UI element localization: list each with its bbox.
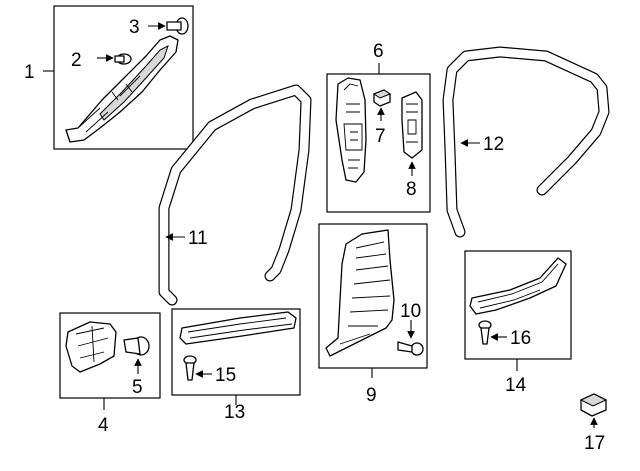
front-door-weatherstrip[interactable] — [158, 84, 312, 306]
b-pillar-inner-piece[interactable] — [401, 91, 423, 159]
group-box-1 — [53, 5, 194, 150]
clip-15[interactable] — [183, 355, 197, 381]
callout-14[interactable]: 14 — [505, 375, 527, 396]
front-scuff-plate[interactable] — [179, 311, 297, 345]
a-pillar-garnish[interactable] — [65, 35, 179, 143]
clip-16[interactable] — [478, 320, 492, 345]
callout-7[interactable]: 7 — [375, 126, 386, 147]
callout-3[interactable]: 3 — [129, 17, 140, 38]
clip-10[interactable] — [397, 341, 424, 356]
callout-8[interactable]: 8 — [406, 179, 417, 200]
clip-3[interactable] — [166, 17, 189, 35]
callout-10[interactable]: 10 — [400, 301, 421, 322]
group-box-14 — [464, 250, 572, 360]
callout-15[interactable]: 15 — [215, 365, 236, 386]
callout-17[interactable]: 17 — [584, 433, 605, 454]
callout-12[interactable]: 12 — [483, 134, 504, 155]
clip-17[interactable] — [579, 393, 608, 417]
callout-2[interactable]: 2 — [71, 50, 82, 71]
callout-11[interactable]: 11 — [188, 228, 208, 249]
callout-16[interactable]: 16 — [510, 328, 531, 349]
group-box-4 — [59, 312, 161, 399]
group-box-9 — [318, 223, 428, 369]
b-pillar-upper-garnish[interactable] — [335, 77, 367, 183]
callout-6[interactable]: 6 — [373, 41, 384, 62]
rear-door-weatherstrip[interactable] — [442, 46, 610, 238]
callout-5[interactable]: 5 — [132, 377, 143, 398]
callout-13[interactable]: 13 — [224, 402, 245, 423]
callout-4[interactable]: 4 — [98, 415, 109, 436]
b-pillar-lower-garnish[interactable] — [325, 229, 395, 357]
trim-bracket[interactable] — [65, 321, 117, 373]
clip-7[interactable] — [372, 89, 392, 107]
cap-5[interactable] — [123, 336, 150, 356]
callout-1[interactable]: 1 — [24, 62, 35, 83]
clip-2[interactable] — [114, 53, 132, 65]
rear-scuff-plate[interactable] — [469, 257, 567, 315]
callout-9[interactable]: 9 — [366, 385, 377, 406]
